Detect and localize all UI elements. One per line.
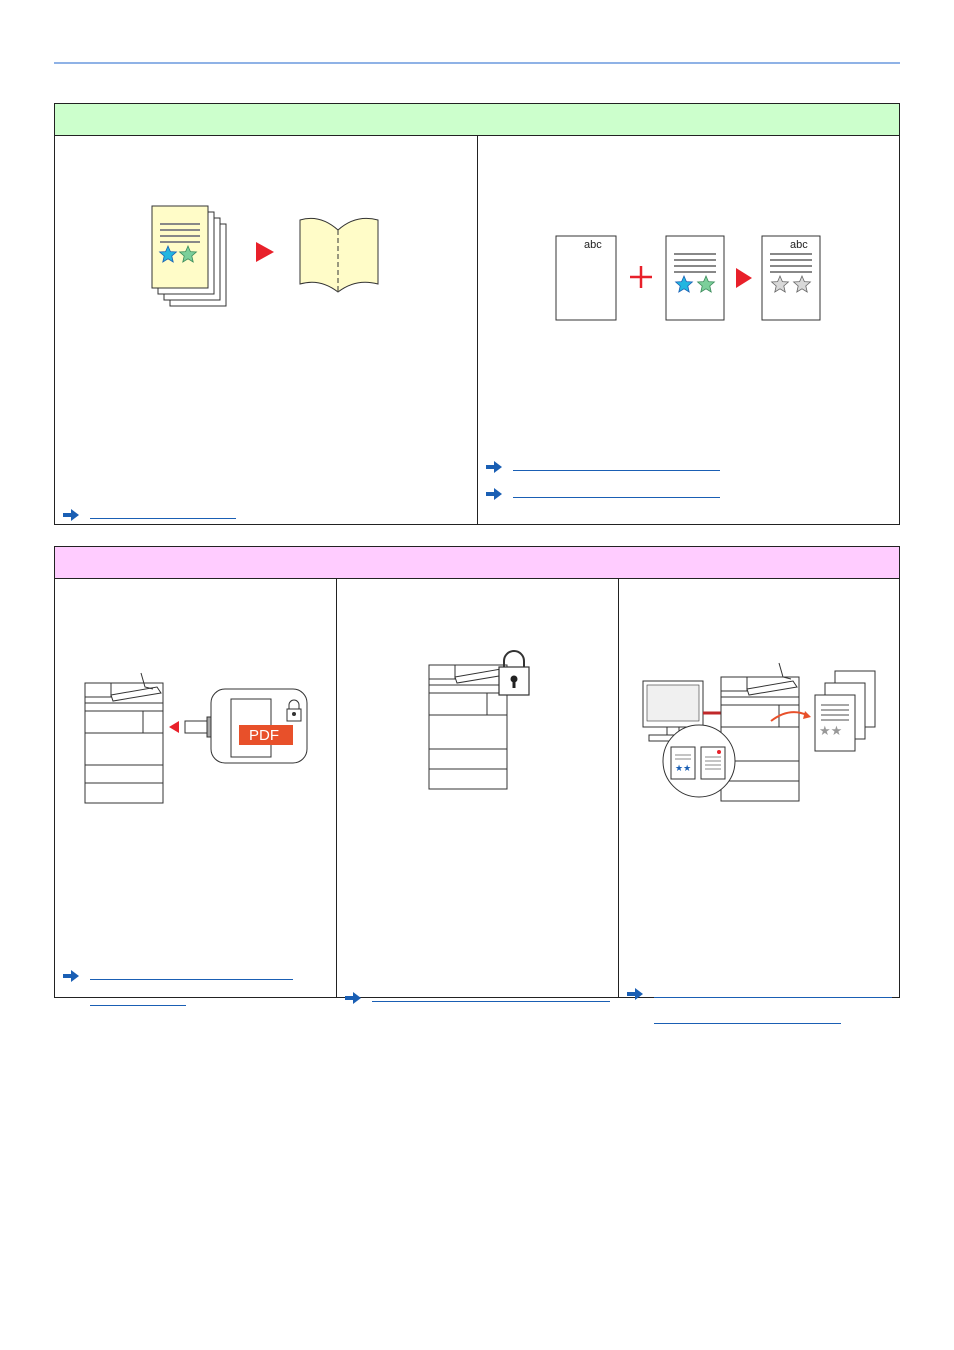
link-arrow-icon xyxy=(345,992,361,1004)
svg-text:abc: abc xyxy=(790,239,808,251)
svg-text:abc: abc xyxy=(584,239,602,251)
arrow-right-icon xyxy=(256,242,274,262)
link-arrow-icon xyxy=(627,988,643,1000)
section-header-band xyxy=(55,547,899,579)
link-arrow-icon xyxy=(486,461,502,473)
reference-link[interactable] xyxy=(63,506,283,522)
section-header-band xyxy=(55,104,899,136)
print-from-pc-cell: ★★ ★★ xyxy=(618,579,898,997)
security-cell xyxy=(336,579,618,997)
security-illustration xyxy=(427,651,537,791)
svg-text:★★: ★★ xyxy=(819,724,842,739)
link-underline xyxy=(90,979,293,980)
reference-link[interactable] xyxy=(345,989,615,1005)
printer-icon xyxy=(721,677,799,801)
usb-drive-icon xyxy=(185,721,207,733)
link-underline xyxy=(90,1005,186,1006)
link-arrow-icon xyxy=(63,970,79,982)
feature-section-1: abc abc xyxy=(54,103,900,525)
form-overlay-cell: abc abc xyxy=(477,136,898,524)
booklet-illustration xyxy=(150,206,390,316)
svg-text:PDF: PDF xyxy=(249,727,279,744)
reference-link[interactable] xyxy=(486,485,736,501)
usb-encrypted-pdf-cell: PDF xyxy=(55,579,336,997)
arrow-left-icon xyxy=(169,721,179,733)
booklet-cell xyxy=(55,136,477,524)
link-underline xyxy=(654,1023,841,1024)
link-underline xyxy=(372,1001,610,1002)
feature-section-2: PDF xyxy=(54,546,900,998)
reference-link[interactable] xyxy=(627,985,897,1029)
form-overlay-illustration: abc abc xyxy=(556,232,826,324)
link-underline xyxy=(513,470,720,471)
link-underline xyxy=(90,518,236,519)
printer-icon xyxy=(85,683,163,803)
arrow-right-icon xyxy=(736,268,752,288)
print-from-pc-illustration: ★★ ★★ xyxy=(639,657,879,817)
reference-link[interactable] xyxy=(63,967,313,1011)
printer-icon xyxy=(429,665,507,789)
link-underline xyxy=(513,497,720,498)
link-underline xyxy=(654,997,892,998)
arrow-icon xyxy=(803,711,811,719)
link-arrow-icon xyxy=(63,509,79,521)
top-rule xyxy=(54,62,900,64)
reference-link[interactable] xyxy=(486,458,736,474)
link-arrow-icon xyxy=(486,488,502,500)
usb-pdf-illustration: PDF xyxy=(83,673,313,803)
svg-text:★★: ★★ xyxy=(675,764,691,774)
